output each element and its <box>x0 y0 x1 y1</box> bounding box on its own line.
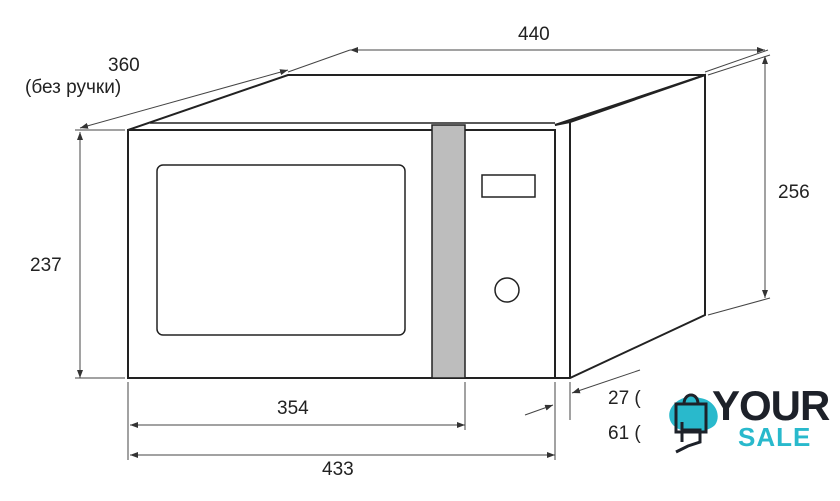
door-window <box>156 164 406 336</box>
dim-width-front: 433 <box>322 459 354 480</box>
front-face <box>127 129 556 379</box>
dim-width-door: 354 <box>277 398 309 419</box>
dim-depth: 360 <box>108 55 140 76</box>
dim-height-front: 237 <box>30 255 62 276</box>
door-handle-strip <box>431 124 466 379</box>
display <box>481 174 536 198</box>
side-face <box>554 73 706 379</box>
top-face <box>127 74 706 131</box>
logo-sale: SALE <box>738 422 812 452</box>
dim-line-27 <box>571 369 641 394</box>
dim-handle-depth-2: 61 ( <box>608 423 641 444</box>
yoursale-logo: YOUR SALE <box>660 380 840 460</box>
dim-depth-note: (без ручки) <box>25 77 122 98</box>
dim-handle-depth-1: 27 ( <box>608 388 641 409</box>
shopping-bag-hand-icon <box>669 393 718 454</box>
dim-line-360 <box>79 69 289 129</box>
logo-your: YOUR <box>712 382 830 429</box>
dim-height-total: 256 <box>778 182 810 203</box>
control-knob <box>494 277 520 303</box>
dim-width-total: 440 <box>518 24 550 45</box>
